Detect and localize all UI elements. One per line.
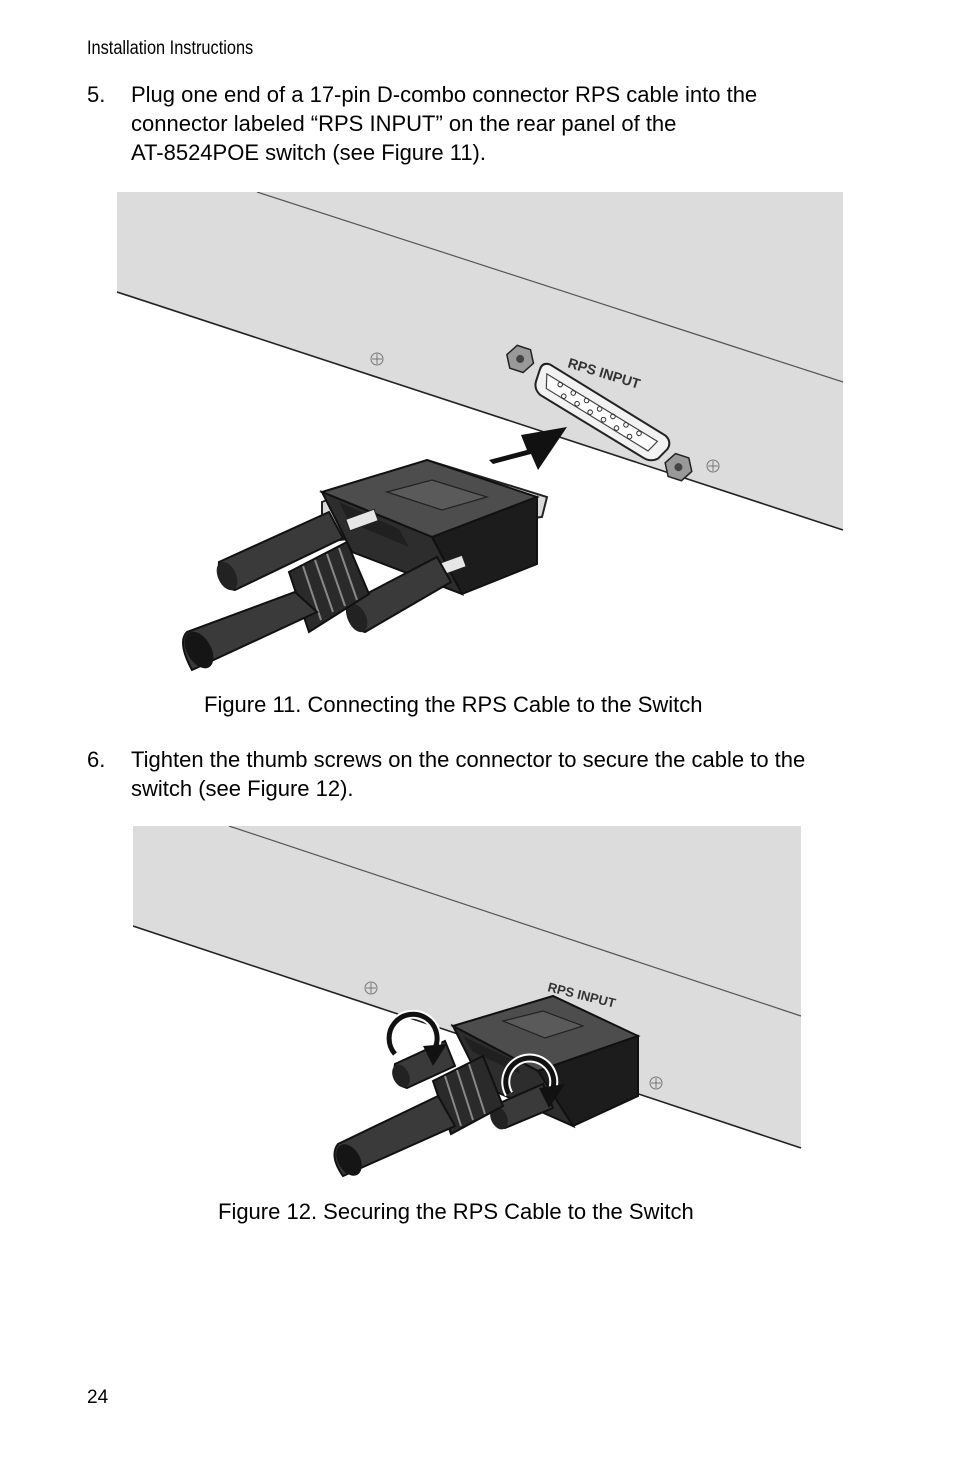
figure-11-caption: Figure 11. Connecting the RPS Cable to t… <box>204 692 703 717</box>
figure-11-illustration: RPS INPUT <box>117 192 844 672</box>
panel-screw-icon <box>706 459 720 473</box>
rps-cable-connector <box>333 994 641 1178</box>
tighten-rotation-arrow-icon <box>384 1009 447 1066</box>
page-number: 24 <box>87 1387 109 1408</box>
step-number: 6. <box>87 747 106 772</box>
step-number: 5. <box>87 82 106 107</box>
tighten-rotation-arrow-icon <box>501 1053 565 1108</box>
rps-input-port-icon <box>506 344 693 482</box>
thumb-screw-icon <box>216 508 379 592</box>
thumb-screw-icon <box>490 1082 555 1130</box>
rps-cable <box>182 590 319 672</box>
step-text: Tighten the thumb screws on the connecto… <box>131 745 871 803</box>
running-header: Installation Instructions <box>87 38 254 59</box>
step-text: Plug one end of a 17-pin D-combo connect… <box>131 80 871 167</box>
step-text-line: Plug one end of a 17-pin D-combo connect… <box>131 82 758 107</box>
cable-strain-relief <box>431 1054 505 1136</box>
panel-screw-icon <box>370 352 384 366</box>
panel-screw-icon <box>649 1076 663 1090</box>
step-text-line: connector labeled “RPS INPUT” on the rea… <box>131 111 677 136</box>
insert-direction-arrow-icon <box>489 427 567 470</box>
thumb-screw-icon <box>345 554 467 634</box>
rps-cable <box>333 1094 457 1178</box>
panel-screw-icon <box>364 981 378 995</box>
step-text-line: AT-8524POE switch (see Figure 11). <box>131 140 486 165</box>
step-text-line: switch (see Figure 12). <box>131 776 354 801</box>
figure-12-illustration: RPS INPUT <box>133 826 802 1178</box>
rps-cable-connector <box>182 458 549 672</box>
step-text-line: Tighten the thumb screws on the connecto… <box>131 747 806 772</box>
figure-12-caption: Figure 12. Securing the RPS Cable to the… <box>218 1199 694 1224</box>
